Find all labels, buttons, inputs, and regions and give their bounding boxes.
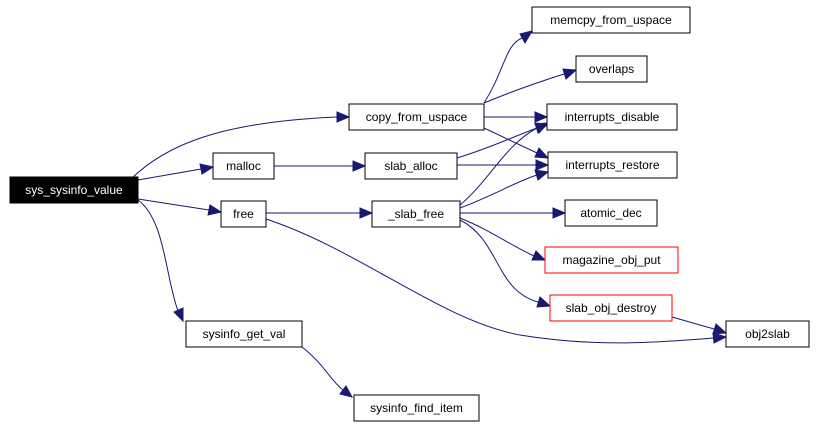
node-label-interrupts-restore: interrupts_restore [565, 158, 659, 172]
edge-slab-free-to-interrupts-disable [459, 122, 550, 206]
node-label-magazine-obj-put: magazine_obj_put [562, 253, 661, 267]
node-interrupts-disable[interactable]: interrupts_disable [546, 103, 678, 131]
edge-copy-from-uspace-to-overlaps [483, 68, 578, 104]
edge-sys-sysinfo-value-to-copy-from-uspace [129, 111, 351, 181]
edge-slab-obj-destroy-to-obj2slab [671, 316, 728, 335]
edge-sys-sysinfo-value-to-free [137, 198, 223, 216]
edge-layer [129, 30, 728, 398]
node-label-memcpy-from-uspace: memcpy_from_uspace [550, 13, 672, 27]
edge-sys-sysinfo-value-to-sysinfo-get-val [137, 199, 184, 323]
edge-sysinfo-get-val-to-sysinfo-find-item [301, 346, 353, 398]
node-malloc[interactable]: malloc [212, 152, 275, 180]
node-sys-sysinfo-value[interactable]: sys_sysinfo_value [9, 176, 139, 204]
node-slab-free[interactable]: _slab_free [371, 200, 461, 228]
edge-free-to-slab-free [266, 207, 374, 219]
node-label-overlaps: overlaps [589, 62, 634, 76]
node-sysinfo-find-item[interactable]: sysinfo_find_item [353, 394, 480, 422]
edge-slab-free-to-slab-obj-destroy [459, 219, 552, 308]
node-label-interrupts-disable: interrupts_disable [565, 110, 660, 124]
node-copy-from-uspace[interactable]: copy_from_uspace [348, 103, 485, 131]
node-label-sysinfo-get-val: sysinfo_get_val [203, 327, 286, 341]
node-overlaps[interactable]: overlaps [575, 55, 648, 83]
edge-malloc-to-slab-alloc [274, 160, 367, 172]
node-label-slab-free: _slab_free [387, 207, 444, 221]
edge-slab-free-to-magazine-obj-put [459, 217, 547, 261]
node-label-copy-from-uspace: copy_from_uspace [366, 110, 468, 124]
edge-sys-sysinfo-value-to-malloc [137, 163, 215, 181]
edge-slab-free-to-atomic-dec [460, 207, 567, 219]
node-obj2slab[interactable]: obj2slab [725, 320, 810, 348]
node-label-slab-obj-destroy: slab_obj_destroy [566, 301, 657, 315]
node-magazine-obj-put[interactable]: magazine_obj_put [544, 246, 679, 274]
node-slab-obj-destroy[interactable]: slab_obj_destroy [549, 294, 673, 322]
node-label-sysinfo-find-item: sysinfo_find_item [370, 401, 463, 415]
node-free[interactable]: free [220, 200, 267, 228]
node-layer: sys_sysinfo_value copy_from_uspace mallo… [9, 6, 810, 422]
node-slab-alloc[interactable]: slab_alloc [364, 152, 458, 180]
node-label-obj2slab: obj2slab [745, 327, 790, 341]
edge-copy-from-uspace-to-interrupts-restore [483, 127, 550, 159]
node-label-sys-sysinfo-value: sys_sysinfo_value [25, 183, 123, 197]
edge-slab-alloc-to-interrupts-restore [457, 159, 550, 171]
node-label-free: free [233, 207, 254, 221]
edge-free-to-obj2slab [265, 218, 728, 344]
node-interrupts-restore[interactable]: interrupts_restore [547, 151, 678, 179]
edge-copy-from-uspace-to-interrupts-disable [484, 111, 549, 123]
node-memcpy-from-uspace[interactable]: memcpy_from_uspace [531, 6, 691, 34]
edge-slab-free-to-interrupts-restore [459, 169, 550, 209]
node-label-slab-alloc: slab_alloc [384, 159, 437, 173]
node-label-malloc: malloc [226, 159, 261, 173]
edge-copy-from-uspace-to-memcpy-from-uspace [483, 30, 534, 104]
node-atomic-dec[interactable]: atomic_dec [564, 199, 658, 227]
node-label-atomic-dec: atomic_dec [580, 206, 641, 220]
node-sysinfo-get-val[interactable]: sysinfo_get_val [185, 320, 303, 348]
